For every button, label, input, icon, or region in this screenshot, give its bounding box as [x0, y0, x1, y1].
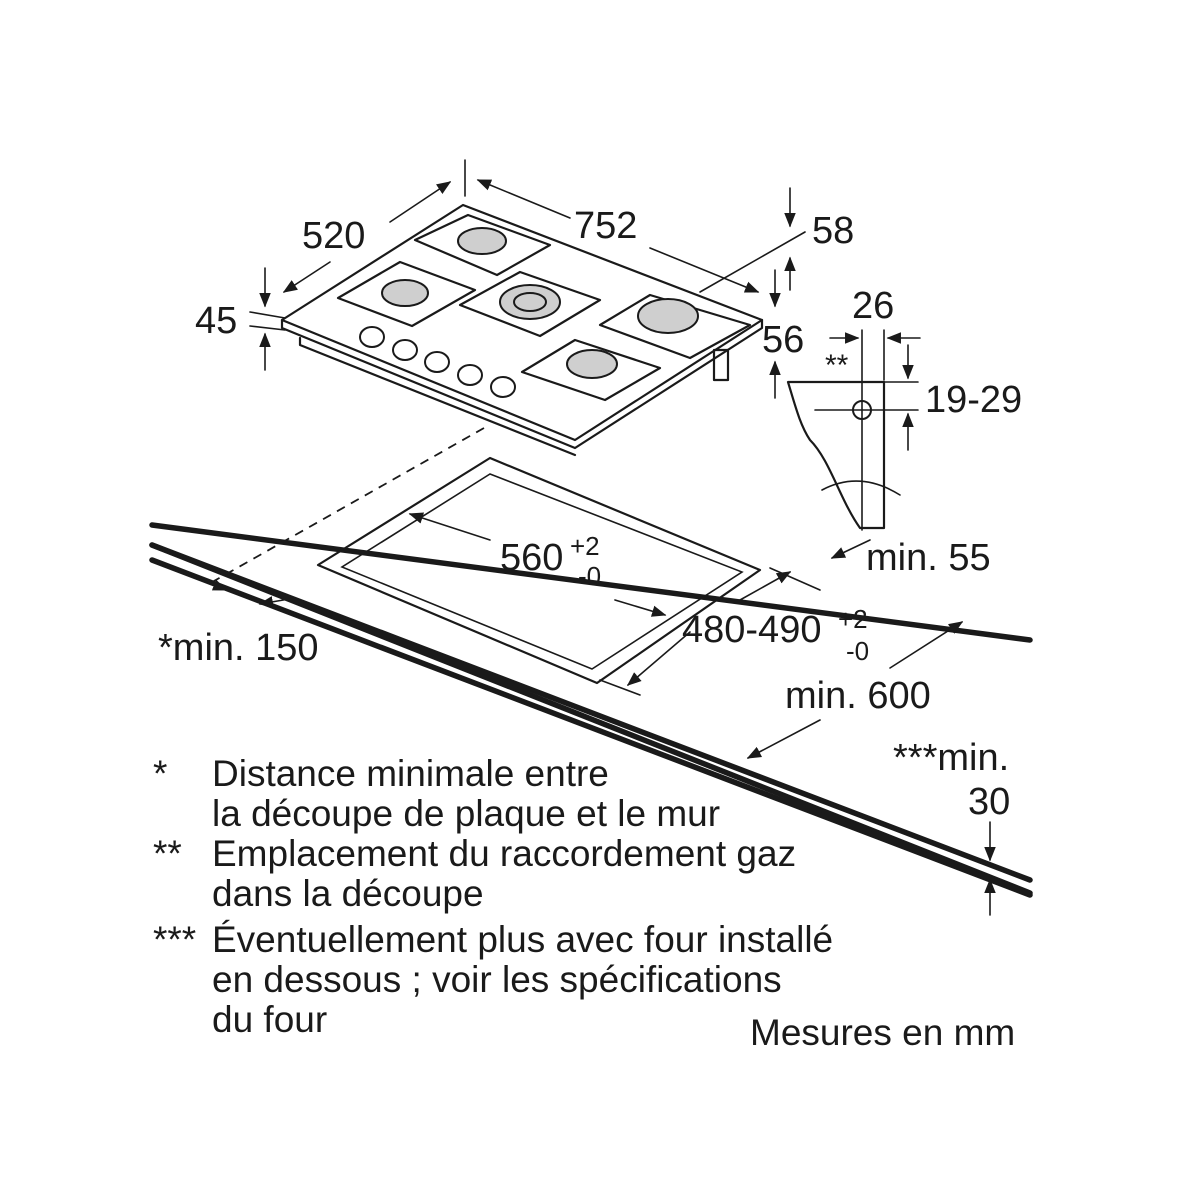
counter-depth-arrow-top	[889, 621, 964, 669]
gas-connector	[712, 348, 730, 382]
connector-width-label: 26	[852, 285, 894, 327]
gas-hob	[280, 203, 764, 457]
front-clearance-arrow	[830, 539, 871, 559]
cutout-outline	[316, 456, 762, 685]
wall-distance-label: *min. 150	[158, 627, 319, 669]
worktop-top-edge	[149, 542, 1033, 883]
knob-1	[359, 326, 385, 348]
wall-distance-arrow-left	[189, 574, 228, 591]
hob-depth-arrow-bottom	[282, 261, 331, 293]
knob-5	[490, 376, 516, 398]
legend-2-line-1: Emplacement du raccordement gaz	[212, 833, 796, 874]
worktop-bottom-edge	[149, 557, 1033, 898]
cutout-depth-arrow-bottom	[626, 631, 691, 686]
cutout-width-label: 560	[500, 537, 563, 579]
burner-wok	[499, 284, 561, 320]
hob-front-edge	[280, 318, 764, 450]
worktop-thickness-label-1: ***min.	[893, 737, 1009, 779]
burner-wok-ring	[513, 292, 547, 312]
connector-detail	[786, 329, 921, 531]
cutout-depth-arrow-top	[739, 571, 792, 601]
gas-offset-top-label: 58	[812, 210, 854, 252]
burner-back-left	[457, 227, 507, 255]
burner-front	[566, 349, 618, 379]
connector-height-label: 19-29	[925, 379, 1022, 421]
grid-back-left	[413, 213, 552, 277]
cutout-width-arrow-right	[614, 599, 667, 617]
wall-reference-dashed	[206, 427, 485, 586]
legend-mark-2: **	[153, 833, 182, 874]
legend-mark-3: ***	[153, 919, 196, 960]
dimension-labels: 520 752 45 58 56 26 ** 19-29 min. 55 560…	[158, 205, 1022, 823]
hob-depth-label: 520	[302, 215, 365, 257]
legend-3-line-1: Éventuellement plus avec four installé	[212, 919, 833, 960]
legend-2-line-2: dans la découpe	[212, 873, 484, 914]
legend-mark-1: *	[153, 753, 167, 794]
gas-offset-side-label: 56	[762, 319, 804, 361]
knob-3	[424, 351, 450, 373]
cutout-depth-label: 480-490	[682, 609, 821, 651]
units-note: Mesures en mm	[750, 1012, 1015, 1053]
burner-right	[637, 298, 699, 334]
hob-underside	[298, 336, 577, 457]
hob-width-arrow-right	[649, 247, 760, 293]
knob-2	[392, 339, 418, 361]
gas-offset-top-ext	[699, 231, 806, 293]
connector-profile	[786, 380, 886, 530]
cutout-inner-edge	[340, 473, 744, 670]
worktop-back-edge	[149, 522, 1033, 643]
cutout-depth-ext-bottom	[599, 679, 641, 696]
hob-dimension-lines	[249, 159, 806, 399]
grid-front	[520, 338, 662, 402]
burner-left	[381, 279, 429, 307]
cutout-width-tol-plus: +2	[570, 531, 600, 561]
gas-marker-label: **	[825, 349, 849, 382]
counter-depth-label: min. 600	[785, 675, 931, 717]
connector-curve	[821, 480, 901, 496]
hob-width-label: 752	[574, 205, 637, 247]
hob-height-label: 45	[195, 300, 237, 342]
grid-left	[336, 260, 477, 328]
cutout-width-tol-minus: -0	[578, 561, 601, 591]
legend-1-line-2: la découpe de plaque et le mur	[212, 793, 720, 834]
front-clearance-label: min. 55	[866, 537, 991, 579]
hob-depth-arrow-top	[389, 181, 452, 223]
knob-4	[457, 364, 483, 386]
legend-3-line-3: du four	[212, 999, 327, 1040]
worktop	[149, 522, 1033, 898]
cutout-depth-tol-plus: +2	[838, 604, 868, 634]
legend: * Distance minimale entre la découpe de …	[153, 753, 1015, 1053]
hob-width-arrow-left	[476, 179, 571, 219]
wall-distance-arrow-right	[258, 596, 296, 608]
hob-height-ext-bottom	[249, 325, 286, 331]
cutout-depth-tol-minus: -0	[846, 636, 869, 666]
worktop-thickness-label-2: 30	[968, 781, 1010, 823]
legend-3-line-2: en dessous ; voir les spécifications	[212, 959, 782, 1000]
cutout-width-arrow-left	[408, 512, 491, 541]
counter-depth-arrow-bottom	[746, 719, 821, 759]
cutout	[206, 427, 762, 685]
legend-1-line-1: Distance minimale entre	[212, 753, 609, 794]
grid-right	[598, 293, 752, 360]
cutout-dimension-lines	[189, 512, 996, 916]
grid-center	[458, 270, 602, 338]
hob-height-ext-top	[249, 311, 286, 319]
